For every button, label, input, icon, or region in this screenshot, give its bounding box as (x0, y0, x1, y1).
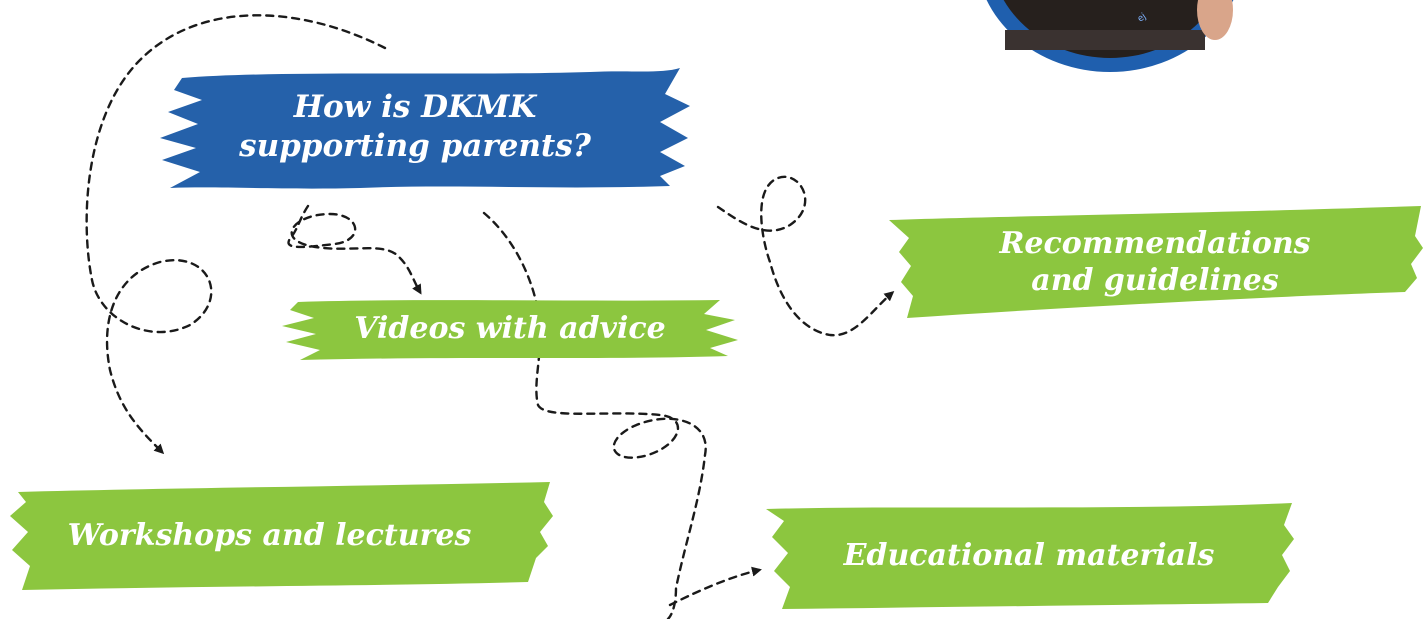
node-videos-label: Videos with advice (354, 311, 666, 347)
central-question-label: How is DKMK supporting parents? (160, 62, 700, 192)
node-videos-with-advice: Videos with advice (280, 296, 740, 362)
connector-to-videos (287, 204, 422, 295)
node-recommendations-line1: Recommendations (999, 225, 1311, 261)
node-recommendations-line2: and guidelines (1031, 263, 1279, 298)
connector-to-educational-end (668, 566, 762, 607)
node-educational-label: Educational materials (843, 538, 1215, 574)
connector-to-workshops (85, 14, 387, 455)
central-question-banner: How is DKMK supporting parents? (160, 62, 700, 192)
person-photo-circle-icon: ej (975, 0, 1245, 74)
node-workshops-lectures: Workshops and lectures (8, 482, 553, 590)
node-workshops-label: Workshops and lectures (67, 518, 472, 554)
connector-to-recommendations (716, 175, 895, 337)
node-recommendations-guidelines: Recommendations and guidelines (885, 206, 1423, 318)
central-question-line1: How is DKMK (293, 89, 537, 126)
node-educational-materials: Educational materials (764, 503, 1294, 609)
central-question-line2: supporting parents? (239, 128, 591, 164)
node-recommendations-label: Recommendations and guidelines (885, 206, 1423, 318)
